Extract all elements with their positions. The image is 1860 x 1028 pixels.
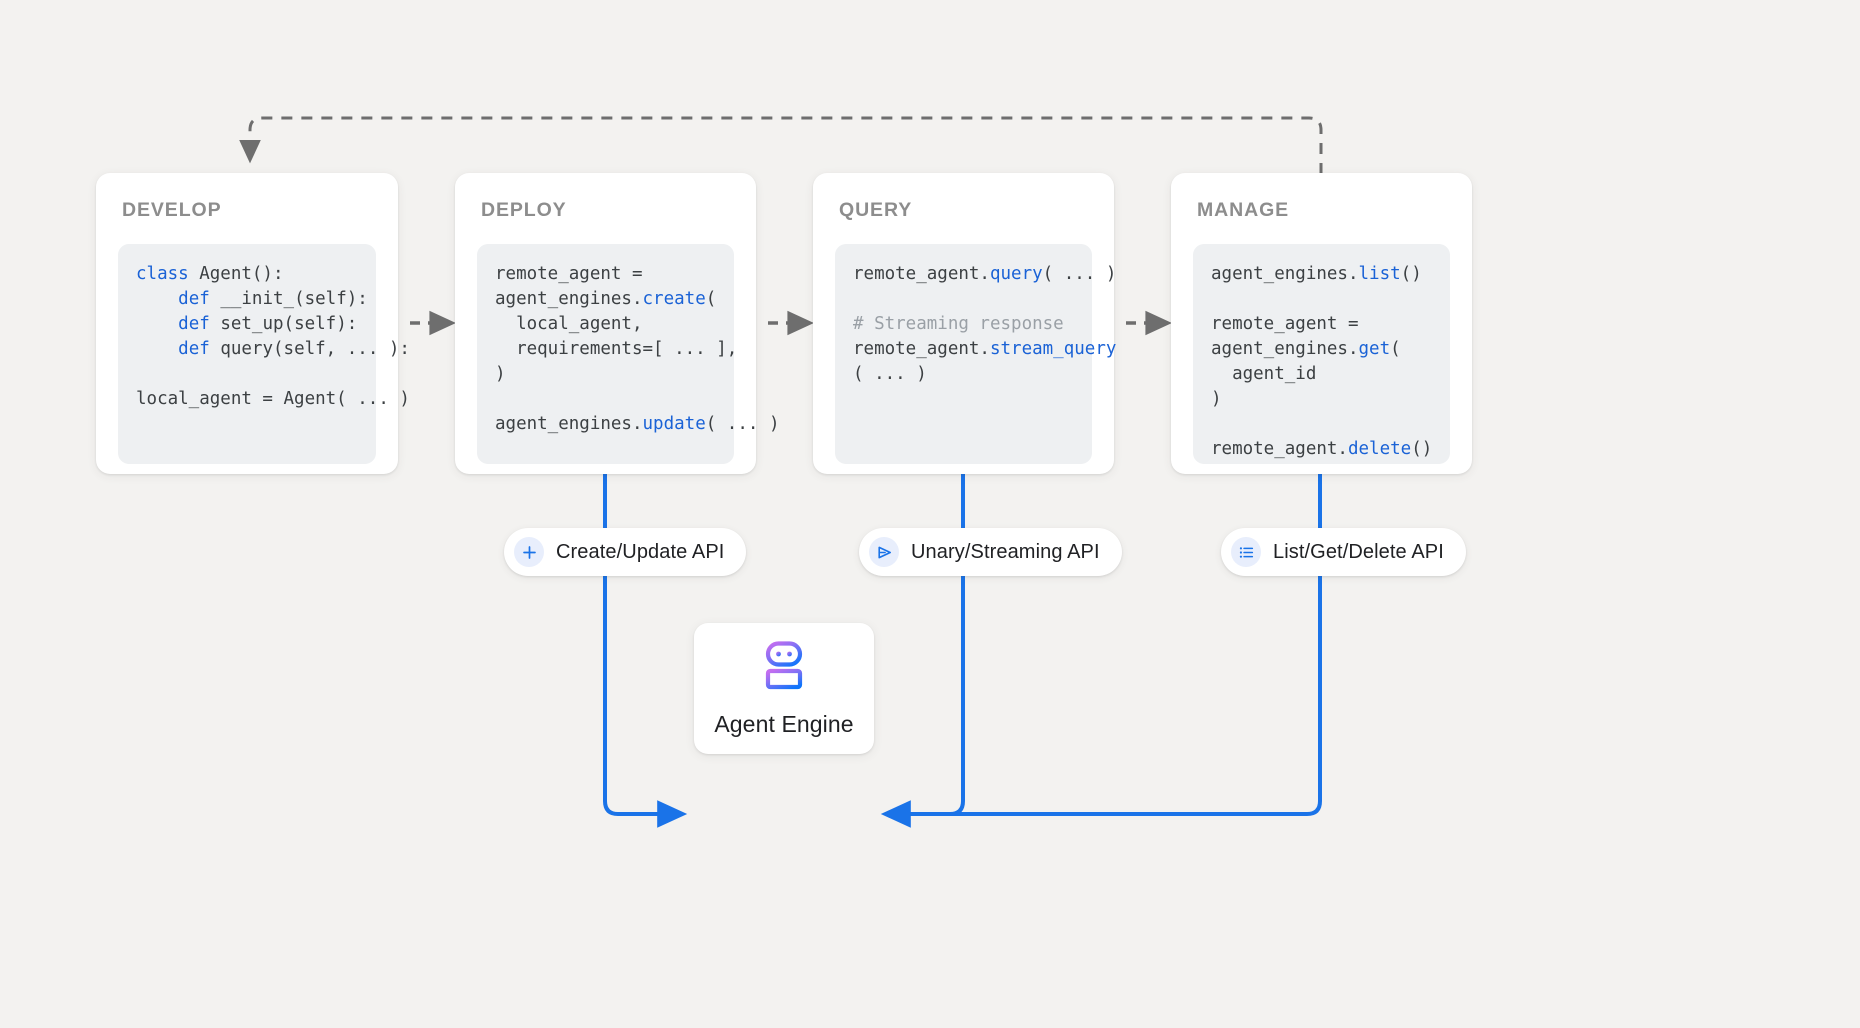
code-block-query: remote_agent.query( ... ) # Streaming re… xyxy=(835,244,1116,464)
plus-icon xyxy=(514,537,544,567)
api-pill-label: List/Get/Delete API xyxy=(1273,540,1444,563)
stage-card-deploy: DEPLOY remote_agent = agent_engines.crea… xyxy=(455,173,780,474)
stage-card-manage: MANAGE agent_engines.list() remote_agent… xyxy=(1171,173,1472,474)
api-pill-unary-streaming[interactable]: Unary/Streaming API xyxy=(859,528,1122,576)
stage-card-query: QUERY remote_agent.query( ... ) # Stream… xyxy=(813,173,1116,474)
list-icon xyxy=(1231,537,1261,567)
api-pill-list-get-delete[interactable]: List/Get/Delete API xyxy=(1221,528,1466,576)
wire-deploy-to-engine xyxy=(603,474,688,828)
stage-title-query: QUERY xyxy=(839,199,913,221)
wire-manage-to-engine xyxy=(880,474,1322,828)
api-pill-label: Create/Update API xyxy=(556,540,725,563)
api-pill-create-update[interactable]: Create/Update API xyxy=(504,528,747,576)
wire-query-to-engine xyxy=(906,474,965,816)
code-block-deploy: remote_agent = agent_engines.create( loc… xyxy=(477,244,780,464)
stage-title-manage: MANAGE xyxy=(1197,199,1290,221)
stage-title-deploy: DEPLOY xyxy=(481,199,567,221)
code-block-develop: class Agent(): def __init_(self): def se… xyxy=(118,244,410,464)
feedback-arrow-manage-to-develop xyxy=(239,116,1323,174)
stage-card-develop: DEVELOP class Agent(): def __init_(self)… xyxy=(96,173,410,474)
agent-engine-label: Agent Engine xyxy=(714,710,854,737)
agent-engine-node[interactable]: Agent Engine xyxy=(694,623,874,754)
api-pill-label: Unary/Streaming API xyxy=(911,540,1100,563)
send-triangle-icon xyxy=(869,537,899,567)
robot-icon xyxy=(756,640,812,697)
stage-title-develop: DEVELOP xyxy=(122,199,222,221)
code-block-manage: agent_engines.list() remote_agent = agen… xyxy=(1193,244,1450,464)
